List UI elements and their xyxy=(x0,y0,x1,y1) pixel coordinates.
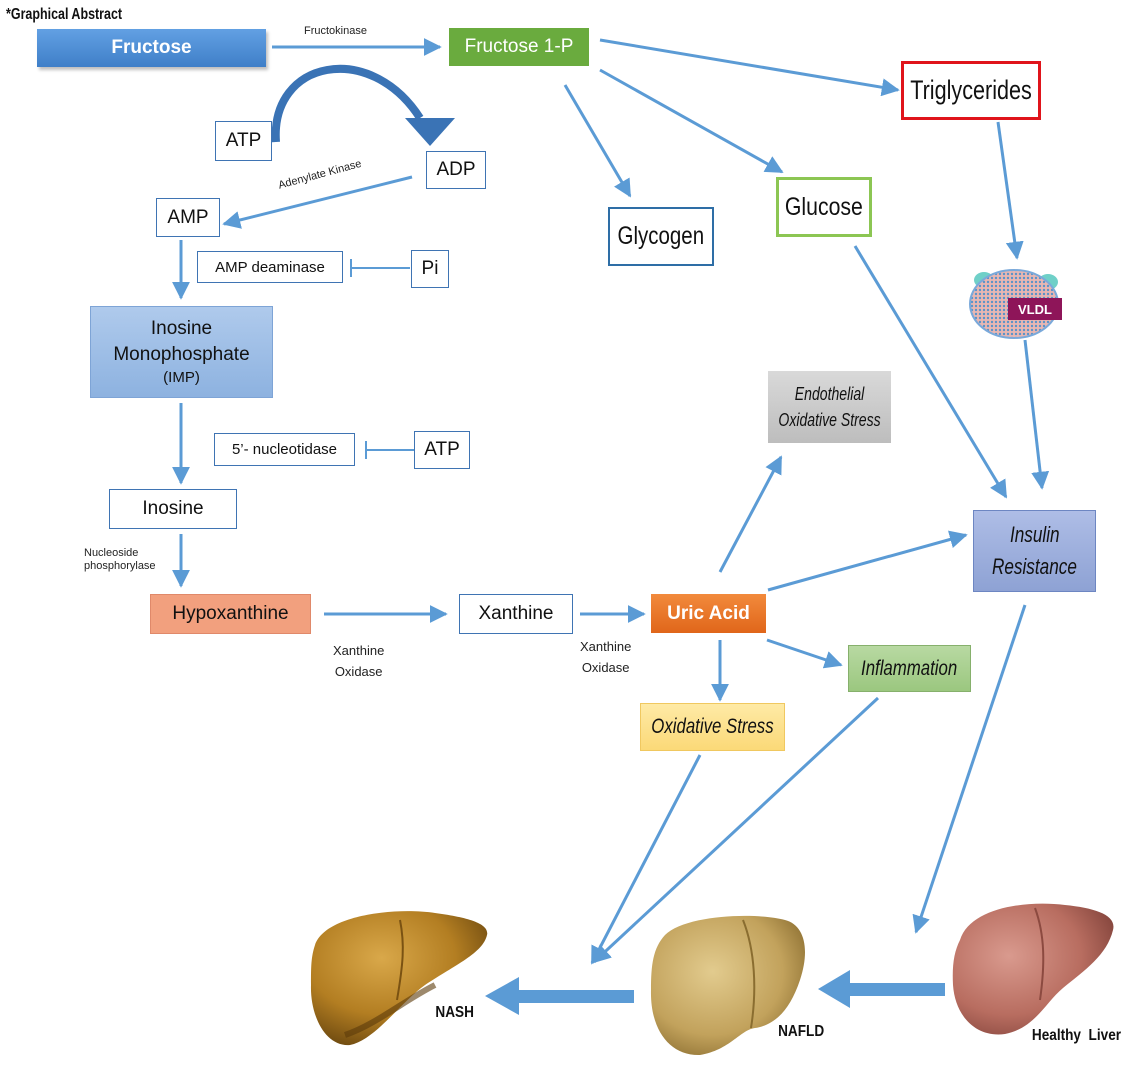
node-pi: Pi xyxy=(411,250,449,288)
node-endothelial-oxidative-stress: Endothelial Oxidative Stress xyxy=(768,371,891,443)
node-atp-top: ATP xyxy=(215,121,272,161)
label-xo2-line1: Xanthine xyxy=(580,639,632,654)
nash-liver-image xyxy=(310,911,488,1046)
node-imp: Inosine Monophosphate (IMP) xyxy=(90,306,273,398)
healthy-liver-image xyxy=(952,903,1114,1035)
node-uric-acid: Uric Acid xyxy=(651,594,766,633)
label-xo1-line1: Xanthine xyxy=(333,643,385,658)
liver-label-nash: NASH xyxy=(435,1004,474,1021)
node-endothelial-line2: Oxidative Stress xyxy=(778,410,881,430)
node-imp-line1: Inosine xyxy=(150,318,213,340)
arrow-uric-to-inflammation xyxy=(766,638,843,669)
label-xo2-line2: Oxidase xyxy=(581,659,630,675)
arrow-uric-to-endothelial xyxy=(718,455,783,573)
label-nucleoside-line2: phosphorylase xyxy=(84,559,156,572)
nafld-liver-image xyxy=(650,915,805,1056)
node-fructose: Fructose xyxy=(37,29,266,67)
node-oxidative-label: Oxidative Stress xyxy=(651,715,774,738)
node-atp-mid: ATP xyxy=(414,431,470,469)
label-fructokinase: Fructokinase xyxy=(304,25,367,37)
label-xo1-line2: Oxidase xyxy=(334,663,383,679)
arrow-triglycerides-to-vldl xyxy=(996,121,1024,260)
arrow-f1p-to-glucose xyxy=(599,68,784,174)
node-imp-line3: (IMP) xyxy=(163,368,200,386)
vldl-badge: VLDL xyxy=(1008,298,1062,320)
node-insulin-resistance: Insulin Resistance xyxy=(973,510,1096,592)
label-nucleoside-phosphorylase: Nucleoside phosphorylase xyxy=(84,547,156,572)
node-insulin-line1: Insulin xyxy=(1009,522,1060,548)
node-triglycerides: Triglycerides xyxy=(901,61,1041,120)
arrow-healthy-to-nafld xyxy=(848,983,945,996)
node-glycogen: Glycogen xyxy=(608,207,714,266)
node-triglycerides-label: Triglycerides xyxy=(910,75,1032,105)
label-xanthine-oxidase-2: Xanthine Oxidase xyxy=(580,637,631,679)
node-adp: ADP xyxy=(426,151,486,189)
node-glycogen-label: Glycogen xyxy=(617,222,705,250)
node-hypoxanthine: Hypoxanthine xyxy=(150,594,311,634)
arrow-vldl-to-insulin xyxy=(1023,339,1050,490)
arrow-f1p-to-triglycerides xyxy=(599,38,900,97)
node-xanthine: Xanthine xyxy=(459,594,573,634)
arrow-atp-to-adp xyxy=(271,64,424,143)
arrow-uric-to-insulin xyxy=(767,530,968,592)
node-nucleotidase: 5’- nucleotidase xyxy=(214,433,355,466)
node-oxidative-stress: Oxidative Stress xyxy=(640,703,785,751)
arrow-f1p-to-glycogen xyxy=(563,84,632,198)
arrow-glucose-to-insulin xyxy=(853,245,1008,499)
node-inflammation-label: Inflammation xyxy=(861,656,958,680)
node-fructose-1p: Fructose 1-P xyxy=(449,28,589,66)
liver-label-nafld: NAFLD xyxy=(778,1023,825,1040)
vldl-particle: VLDL xyxy=(966,268,1062,340)
page-title: *Graphical Abstract xyxy=(6,6,123,23)
node-inosine: Inosine xyxy=(109,489,237,529)
liver-label-healthy: Healthy Liver xyxy=(1031,1027,1122,1044)
node-glucose-label: Glucose xyxy=(785,192,863,221)
node-amp-deaminase: AMP deaminase xyxy=(197,251,343,283)
label-nucleoside-line1: Nucleoside xyxy=(84,547,139,559)
arrow-insulin-to-nafld xyxy=(912,604,1027,934)
node-inflammation: Inflammation xyxy=(848,645,971,692)
node-endothelial-line1: Endothelial xyxy=(794,383,865,404)
arrow-nafld-to-nash xyxy=(517,990,634,1003)
node-glucose: Glucose xyxy=(776,177,872,237)
arrow-oxidative-to-nash xyxy=(590,754,702,965)
node-insulin-line2: Resistance xyxy=(992,554,1077,579)
label-xanthine-oxidase-1: Xanthine Oxidase xyxy=(333,641,384,683)
node-imp-line2: Monophosphate xyxy=(113,343,250,365)
arrow-inflammation-to-nash xyxy=(592,696,880,964)
node-amp: AMP xyxy=(156,198,220,237)
arrow-adp-to-amp xyxy=(222,175,413,229)
